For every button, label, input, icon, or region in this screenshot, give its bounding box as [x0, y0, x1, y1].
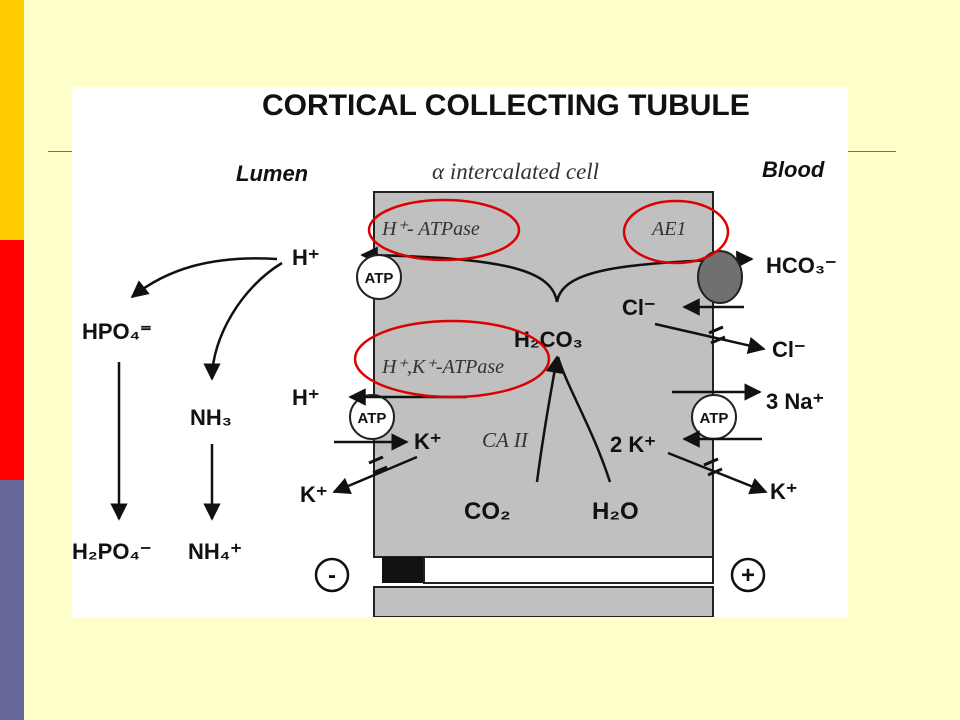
h2co3-label: H₂CO₃ [514, 327, 583, 352]
hk-atpase-label: H⁺,K⁺-ATPase [381, 356, 504, 378]
sidebar-accent-blue [0, 480, 24, 720]
cl-blood-label: Cl⁻ [772, 337, 806, 362]
ae1-label: AE1 [650, 218, 686, 240]
sidebar-accent-red [0, 240, 24, 480]
h2o-to-h2co3-arrow [556, 356, 612, 483]
h-atpase-label: H⁺- ATPase [381, 218, 480, 240]
co2-to-h2co3-arrow [535, 355, 564, 483]
k-secretion-channel-arrow [332, 455, 418, 494]
k2-label: 2 K⁺ [610, 432, 656, 457]
highlight-hk-atpase [353, 319, 551, 399]
atp-pump-apical-upper [356, 254, 402, 300]
sidebar-accent-yellow [0, 0, 24, 240]
atp-pump-apical-lower [349, 394, 395, 440]
ae1-exchanger [697, 250, 743, 304]
h2po4-label: H₂PO₄⁻ [72, 539, 152, 564]
adjacent-cell [373, 586, 714, 617]
nh4-label: NH₄⁺ [188, 539, 242, 564]
highlight-ae1 [622, 199, 730, 265]
k-basolateral-bar-1 [703, 457, 719, 467]
k-channel-bar-1 [368, 455, 384, 465]
atp-label-basolateral: ATP [700, 410, 729, 427]
k-channel-bar-2 [372, 465, 388, 475]
h-to-nh3-arrow [203, 261, 283, 381]
h-to-hpo4-arrow [130, 257, 278, 299]
co2-label: CO₂ [464, 498, 511, 525]
hpo4-label: HPO₄⁼ [82, 319, 152, 344]
hco3-label: HCO₃⁻ [766, 253, 837, 278]
polarity-minus-label: - [328, 562, 336, 589]
highlight-h-atpase [367, 198, 521, 262]
k-plus-blood-label: K⁺ [770, 479, 798, 504]
h-plus-upper-label: H⁺ [292, 245, 320, 270]
polarity-minus-circle [314, 557, 350, 593]
cell-body [373, 191, 714, 558]
polarity-plus-circle [730, 557, 766, 593]
cl-channel-bar-2 [710, 335, 726, 345]
h-plus-lower-label: H⁺ [292, 385, 320, 410]
ca2-label: CA II [482, 428, 529, 452]
k-plus-lumen-label: K⁺ [300, 482, 328, 507]
atp-label-apical-upper: ATP [365, 270, 394, 287]
blood-label: Blood [762, 157, 825, 182]
lumen-label: Lumen [236, 161, 308, 186]
cell-label: α intercalated cell [432, 159, 599, 184]
k-basolateral-bar-2 [707, 467, 723, 477]
tubule-diagram: CORTICAL COLLECTING TUBULE Lumen α inter… [72, 87, 848, 617]
nh3-label: NH₃ [190, 405, 232, 430]
atp-label-apical-lower: ATP [358, 410, 387, 427]
polarity-plus-label: + [741, 562, 755, 589]
na3-label: 3 Na⁺ [766, 389, 824, 414]
diagram-title: CORTICAL COLLECTING TUBULE [262, 89, 750, 122]
k-plus-cell-label: K⁺ [414, 429, 442, 454]
tubule-diagram-svg: CORTICAL COLLECTING TUBULE Lumen α inter… [72, 89, 837, 617]
cl-channel-arrow [654, 322, 766, 355]
cl-cell-label: Cl⁻ [622, 295, 656, 320]
junction-gap [423, 556, 714, 584]
cl-channel-bar-1 [708, 325, 724, 335]
tight-junction [382, 557, 424, 583]
h2o-label: H₂O [592, 498, 639, 525]
